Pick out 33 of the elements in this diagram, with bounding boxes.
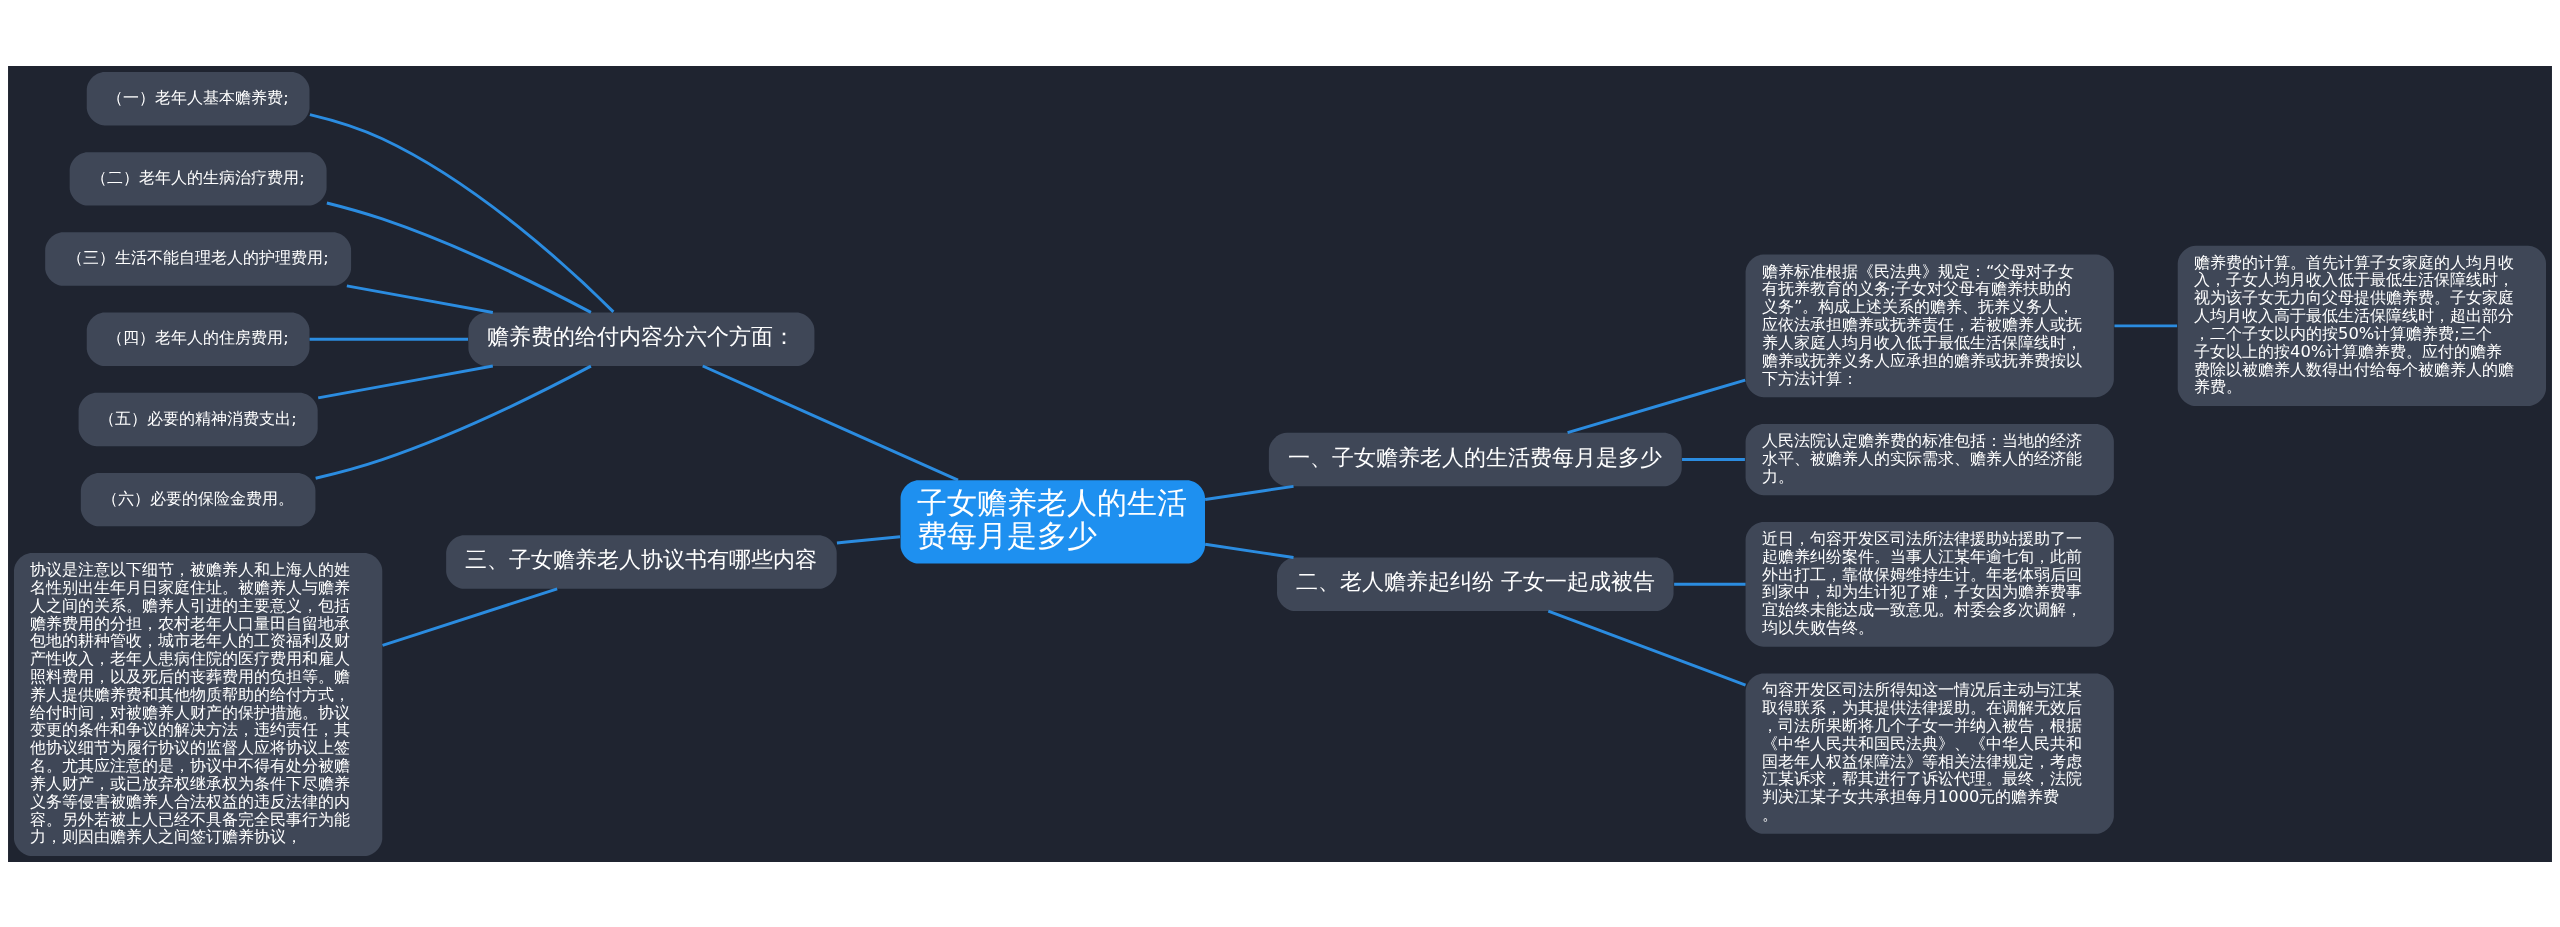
- node-box: 人民法院认定赡养费的标准包括：当地的经济水平、被赡养人的实际需求、赡养人的经济能力。: [1745, 423, 2114, 495]
- node-box: （一）老年人基本赡养费;: [86, 71, 310, 125]
- node-box: 近日，句容开发区司法所法律援助站援助了一起赡养纠纷案件。当事人江某年逾七旬，此前外出打工，靠做保姆维持生计。年老体弱后回到家中，却为生计犯了难，子女因为赡养费事宜始终未能达成一致意见。村委会多次调解，均以失败告终。: [1745, 521, 2114, 647]
- connector: [1204, 542, 1294, 559]
- node-box: 赡养标准根据《民法典》规定：“父母对子女有抚养教育的义务;子女对父母有赡养扶助的义务”。构成上述关系的赡养、抚养义务人，应依法承担赡养或抚养责任，若被赡养人或抚养人家庭人均月收入低于最低生活保障线时，赡养或抚养义务人应承担的赡养或抚养费按以下方法计算：: [1745, 254, 2114, 397]
- node-box: （四）老年人的住房费用;: [86, 312, 310, 366]
- connector: [2114, 323, 2178, 327]
- node-box: 子女赡养老人的生活费每月是多少: [900, 479, 1205, 563]
- node-box: 一、子女赡养老人的生活费每月是多少: [1268, 432, 1682, 486]
- node-box: 句容开发区司法所得知这一情况后主动与江某取得联系，为其提供法律援助。在调解无效后，司法所果断将几个子女一并纳入被告，根据《中华人民共和国民法典》、《中华人民共和国老年人权益保障法》等相关法律规定，考虑江某诉求，帮其进行了诉讼代理。最终，法院判决江某子女共承担每月1000元的赡养费。: [1745, 672, 2114, 834]
- connector: [317, 364, 494, 399]
- node-box: （六）必要的保险金费用。: [80, 472, 316, 526]
- node-box: 三、子女赡养老人协议书有哪些内容: [446, 534, 837, 589]
- connector: [326, 201, 592, 314]
- node-box: 二、老人赡养起纠纷 子女一起成被告: [1277, 557, 1674, 611]
- connector: [1682, 457, 1745, 461]
- node-box: 协议是注意以下细节，被赡养人和上海人的姓名性别出生年月日家庭住址。被赡养人与赡养人之间的关系。赡养人引进的主要意义，包括赡养费用的分担，农村老年人口量田自留地承包地的耕种管收，城市老年人的工资福利及财产性收入，老年人患病住院的医疗费用和雇人照料费用，以及死后的丧葬费用的负担等。赡养人提供赡养费和其他物质帮助的给付方式，给付时间，对被赡养人财产的保护措施。协议变更的条件和争议的解决方法，违约责任，其他协议细节为履行协议的监督人应将协议上签名。尤其应注意的是，协议中不得有处分被赡养人财产，或已放弃权继承权为条件下尽赡养义务等侵害被赡养人合法权益的违反法律的内容。另外若被上人已经不具备完全民事行为能力，则因由赡养人之间签订赡养协议，: [13, 552, 383, 856]
- node-box: （五）必要的精神消费支出;: [78, 392, 318, 446]
- connector: [1547, 609, 1747, 686]
- connector: [315, 364, 592, 480]
- node-box: 赡养费的计算。首先计算子女家庭的人均月收入，子女人均月收入低于最低生活保障线时，视为该子女无力向父母提供赡养费。子女家庭人均月收入高于最低生活保障线时，超出部分，二个子女以内的按50%计算赡养费;三个子女以上的按40%计算赡养费。应付的赡养费除以被赡养人数得出付给每个被赡养人的赡养费。: [2177, 245, 2547, 406]
- connector: [346, 283, 494, 314]
- connector: [702, 364, 959, 482]
- connector: [309, 112, 615, 313]
- connector: [1567, 378, 1746, 434]
- connector: [1674, 582, 1746, 586]
- connector: [382, 586, 558, 647]
- connector: [309, 337, 468, 341]
- node-box: （二）老年人的生病治疗费用;: [69, 151, 327, 206]
- node-box: 赡养费的给付内容分六个方面：: [468, 312, 815, 366]
- connector: [1204, 484, 1294, 501]
- connector: [836, 534, 901, 544]
- node-box: （三）生活不能自理老人的护理费用;: [45, 231, 352, 286]
